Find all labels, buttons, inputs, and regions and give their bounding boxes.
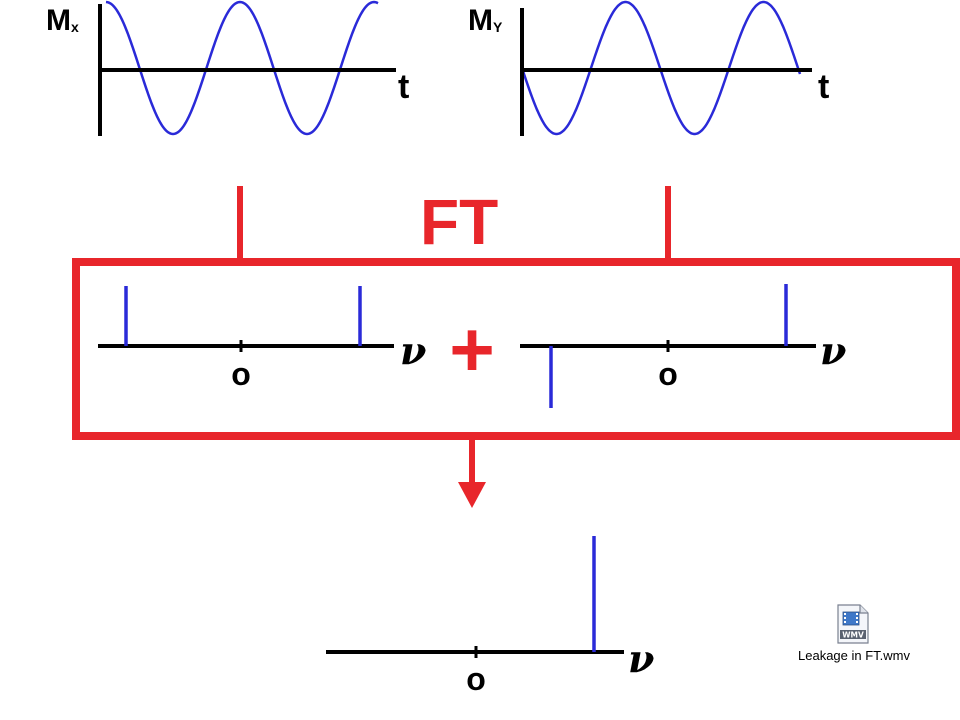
plus-sign: + [449, 305, 495, 393]
video-file-icon: WMV [837, 604, 869, 644]
wmv-icon-text: WMV [842, 631, 864, 640]
my-time-axis-label: t [818, 68, 829, 106]
mx-label: Mx [46, 4, 79, 37]
my-label: MY [468, 4, 503, 37]
wmv-file-name[interactable]: Leakage in FT.wmv [798, 648, 910, 663]
mx-spectrum: o ν [98, 286, 426, 392]
my-spectrum-axis-label: ν [820, 328, 846, 373]
result-arrow [458, 436, 486, 508]
mx-cosine-wave [105, 0, 379, 136]
ft-label: FT [420, 186, 498, 258]
combined-spectrum-axis-label: ν [628, 636, 654, 681]
wmv-file-icon[interactable]: WMV [836, 604, 870, 644]
mx-time-axis-label: t [398, 68, 409, 106]
my-spectrum: o ν [520, 284, 846, 408]
fourier-transform-block: FT [72, 186, 960, 440]
combined-spectrum-origin-label: o [466, 661, 486, 697]
my-spectrum-origin-label: o [658, 356, 678, 392]
ft-result-box [72, 258, 960, 440]
mx-spectrum-axis-label: ν [400, 328, 426, 373]
my-time-plot: MY t [468, 0, 829, 136]
combined-spectrum: o ν [326, 536, 654, 697]
result-arrow-head [458, 482, 486, 508]
mx-time-plot: Mx t [46, 0, 409, 136]
mx-spectrum-origin-label: o [231, 356, 251, 392]
